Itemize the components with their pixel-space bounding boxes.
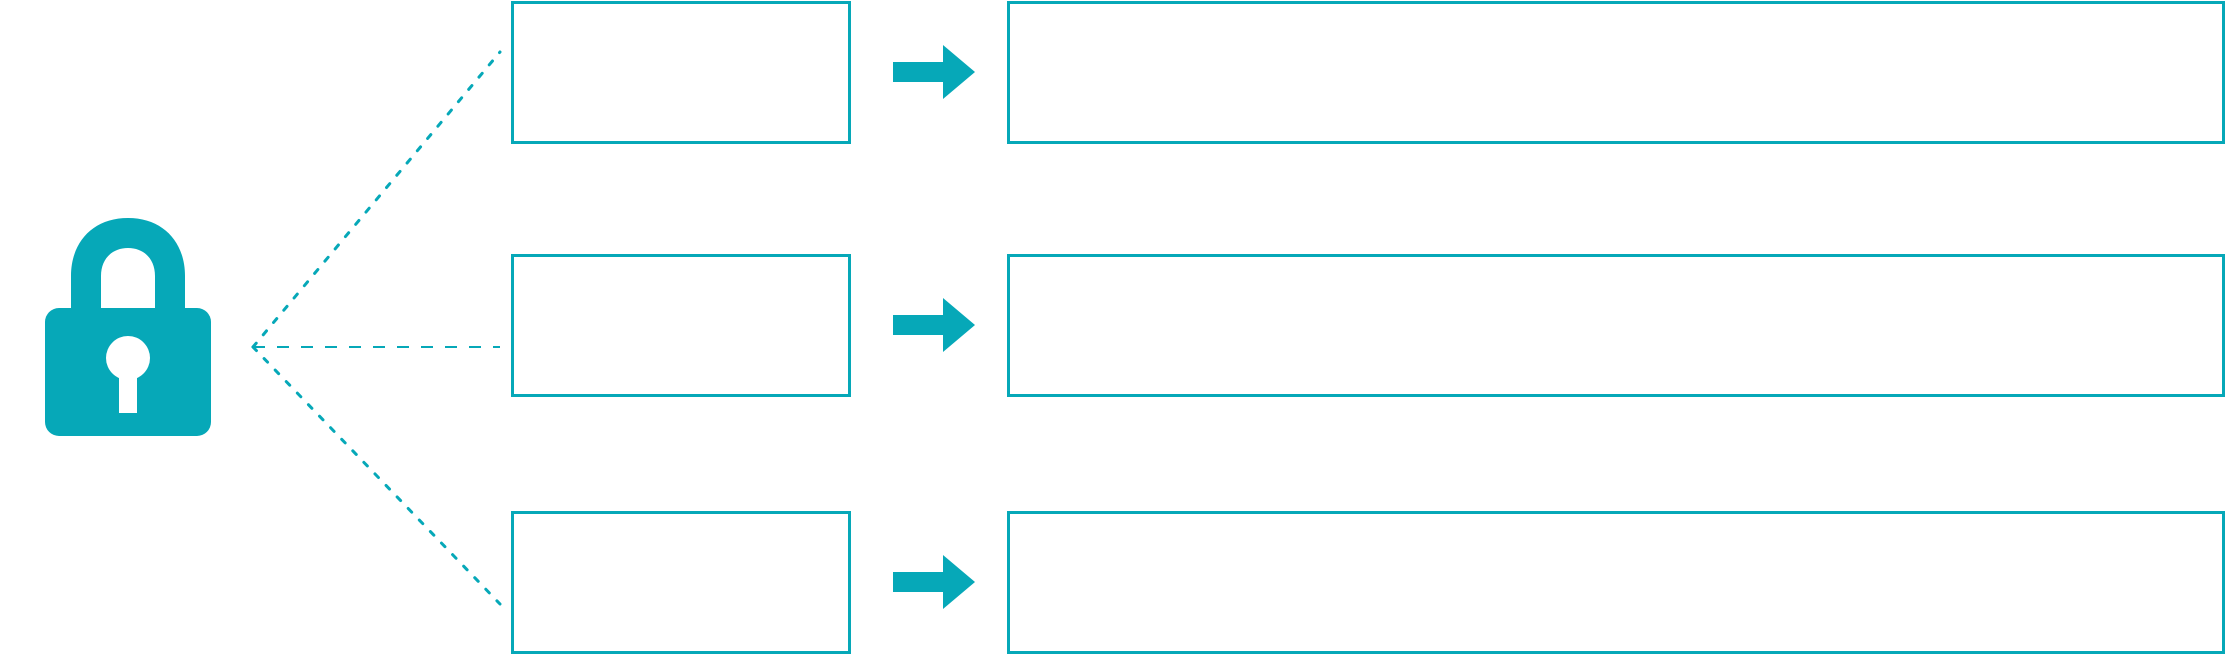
right-arrow-icon <box>893 555 975 609</box>
large-box-label <box>1010 257 2222 277</box>
large-box-label <box>1010 514 2222 534</box>
right-arrow-icon <box>893 298 975 352</box>
large-box[interactable] <box>1007 511 2225 654</box>
padlock-icon <box>45 218 211 436</box>
diagram-row <box>0 253 2229 398</box>
right-arrow-icon <box>893 45 975 99</box>
small-box[interactable] <box>511 254 851 397</box>
large-box[interactable] <box>1007 1 2225 144</box>
small-box-label <box>514 4 848 24</box>
large-box-label <box>1010 4 2222 24</box>
large-box[interactable] <box>1007 254 2225 397</box>
diagram-row <box>0 510 2229 655</box>
small-box-label <box>514 257 848 277</box>
diagram-row <box>0 0 2229 145</box>
small-box[interactable] <box>511 511 851 654</box>
small-box[interactable] <box>511 1 851 144</box>
small-box-label <box>514 514 848 534</box>
